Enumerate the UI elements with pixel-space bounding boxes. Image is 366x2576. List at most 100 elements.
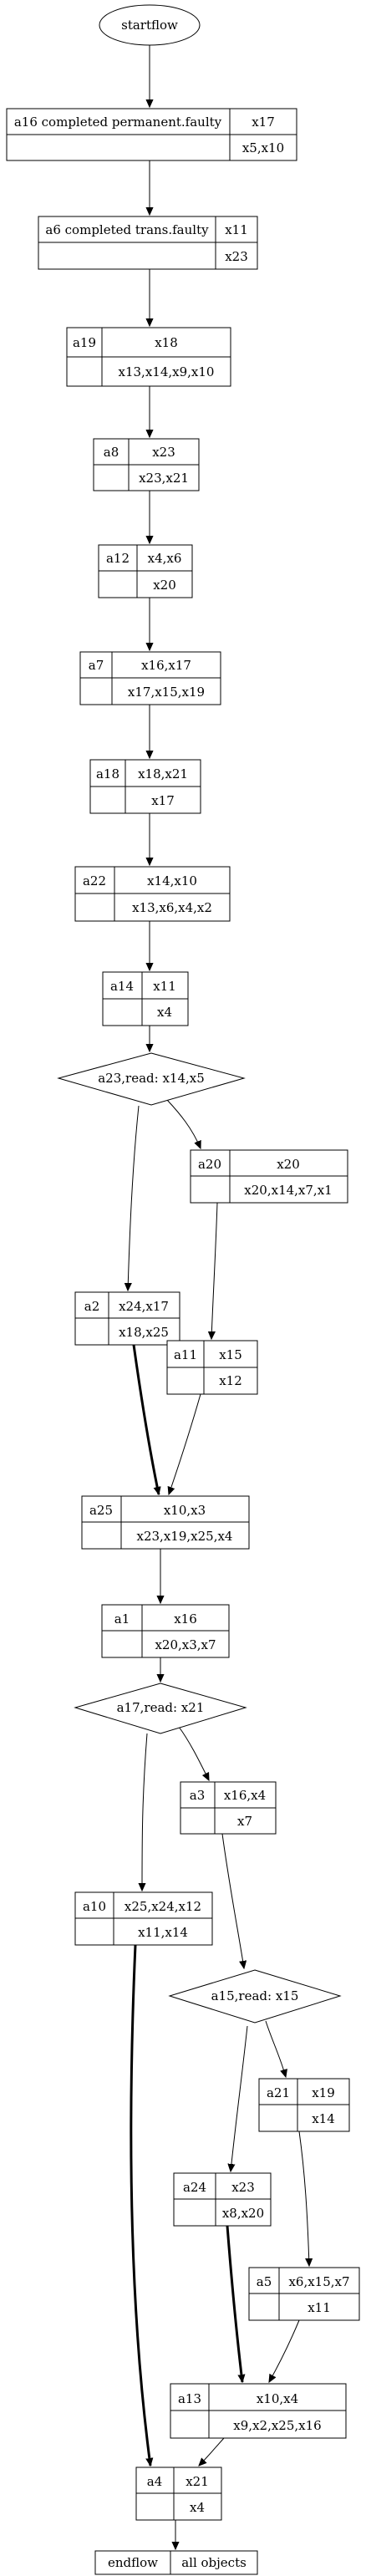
edge-a15-a21 bbox=[265, 2020, 286, 2077]
node-a25-top: x10,x3 bbox=[164, 1503, 206, 1518]
node-a20-top: x20 bbox=[277, 1157, 300, 1172]
node-a4-id: a4 bbox=[147, 2474, 163, 2489]
node-a22-top: x14,x10 bbox=[147, 873, 197, 888]
node-a11: a11 x15 x12 bbox=[166, 1340, 258, 1395]
node-a6-bottom: x23 bbox=[225, 249, 248, 264]
node-a18-top: x18,x21 bbox=[138, 766, 188, 781]
node-a19-top: x18 bbox=[155, 335, 178, 350]
node-a24: a24 x23 x8,x20 bbox=[173, 2172, 272, 2227]
edge-a23-a2 bbox=[128, 1105, 140, 1291]
node-a12: a12 x4,x6 x20 bbox=[98, 544, 193, 598]
node-a5: a5 x6,x15,x7 x11 bbox=[248, 2267, 360, 2321]
node-a5-bottom: x11 bbox=[308, 2300, 331, 2315]
node-a7-id: a7 bbox=[89, 658, 104, 673]
end-node: endflow all objects bbox=[94, 2550, 258, 2575]
edges bbox=[128, 45, 309, 2549]
node-a16-top: x17 bbox=[252, 115, 275, 130]
node-a6-id: a6 completed trans.faulty bbox=[45, 222, 209, 237]
start-node: startflow bbox=[99, 4, 201, 46]
edge-a23-a20 bbox=[166, 1099, 201, 1148]
node-a14-bottom: x4 bbox=[157, 1005, 172, 1020]
edge-a20-a11 bbox=[211, 1202, 218, 1339]
node-a16-id: a16 completed permanent.faulty bbox=[14, 115, 222, 130]
node-a18-bottom: x17 bbox=[151, 793, 175, 808]
node-a21: a21 x19 x14 bbox=[258, 2078, 350, 2132]
node-a13-id: a13 bbox=[178, 2391, 201, 2406]
edge-a11-a25 bbox=[169, 1393, 201, 1494]
node-a13-top: x10,x4 bbox=[257, 2391, 298, 2406]
node-a2-top: x24,x17 bbox=[119, 1299, 169, 1314]
node-a22-id: a22 bbox=[83, 873, 106, 888]
node-a3-bottom: x7 bbox=[237, 1814, 252, 1829]
node-a21-bottom: x14 bbox=[312, 2111, 335, 2126]
node-a2-bottom: x18,x25 bbox=[119, 1325, 169, 1340]
edge-a21-a5 bbox=[298, 2131, 309, 2266]
node-a22: a22 x14,x10 x13,x6,x4,x2 bbox=[74, 866, 231, 922]
node-a1-id: a1 bbox=[114, 1611, 130, 1627]
node-a13-bottom: x9,x2,x25,x16 bbox=[233, 2418, 321, 2433]
node-a8-top: x23 bbox=[152, 445, 175, 460]
node-a7-bottom: x17,x15,x19 bbox=[128, 685, 205, 700]
node-a4-top: x21 bbox=[186, 2474, 209, 2489]
node-a22-bottom: x13,x6,x4,x2 bbox=[132, 900, 212, 915]
node-a4-bottom: x4 bbox=[190, 2500, 205, 2515]
node-a4: a4 x21 x4 bbox=[135, 2467, 222, 2521]
node-a20: a20 x20 x20,x14,x7,x1 bbox=[190, 1149, 348, 1204]
node-a14-top: x11 bbox=[153, 979, 176, 994]
node-a3-id: a3 bbox=[190, 1788, 206, 1803]
node-a25-bottom: x23,x19,x25,x4 bbox=[137, 1529, 233, 1544]
node-a10-bottom: x11,x14 bbox=[138, 1925, 188, 1940]
node-a1-top: x16 bbox=[174, 1611, 197, 1627]
edge-a17-a3 bbox=[178, 1726, 209, 1780]
node-a5-id: a5 bbox=[257, 2274, 272, 2289]
node-a2: a2 x24,x17 x18,x25 bbox=[74, 1291, 180, 1346]
node-a8: a8 x23 x23,x21 bbox=[93, 438, 200, 491]
node-a7: a7 x16,x17 x17,x15,x19 bbox=[79, 651, 221, 705]
start-label: startflow bbox=[121, 18, 178, 33]
node-a25: a25 x10,x3 x23,x19,x25,x4 bbox=[81, 1495, 250, 1550]
edge-a3-a15 bbox=[221, 1833, 244, 1968]
node-a6-top: x11 bbox=[225, 222, 248, 237]
decision-a17-label: a17,read: x21 bbox=[117, 1700, 205, 1715]
node-a24-bottom: x8,x20 bbox=[222, 2206, 264, 2221]
node-a3-top: x16,x4 bbox=[224, 1788, 266, 1803]
node-a5-top: x6,x15,x7 bbox=[288, 2274, 349, 2289]
node-a11-id: a11 bbox=[174, 1347, 197, 1362]
node-a24-id: a24 bbox=[183, 2180, 206, 2195]
decision-a15: a15,read: x15 bbox=[168, 1969, 342, 2024]
node-a21-top: x19 bbox=[312, 2085, 335, 2100]
node-a8-id: a8 bbox=[104, 445, 119, 460]
decision-a23: a23,read: x14,x5 bbox=[57, 1052, 246, 1106]
node-a19: a19 x18 x13,x14,x9,x10 bbox=[66, 327, 231, 387]
node-a10-id: a10 bbox=[83, 1899, 106, 1914]
node-a19-bottom: x13,x14,x9,x10 bbox=[119, 364, 215, 379]
node-a20-id: a20 bbox=[198, 1157, 221, 1172]
node-a24-top: x23 bbox=[231, 2180, 255, 2195]
node-a21-id: a21 bbox=[267, 2085, 290, 2100]
node-a16: a16 completed permanent.faulty x17 x5,x1… bbox=[6, 108, 297, 161]
edge-a13-a4 bbox=[199, 2437, 225, 2466]
node-a1: a1 x16 x20,x3,x7 bbox=[101, 1604, 230, 1658]
node-a12-top: x4,x6 bbox=[148, 551, 182, 566]
end-right-label: all objects bbox=[181, 2555, 247, 2570]
node-a3: a3 x16,x4 x7 bbox=[180, 1781, 277, 1835]
node-a11-bottom: x12 bbox=[219, 1373, 242, 1388]
node-a10-top: x25,x24,x12 bbox=[125, 1899, 201, 1914]
node-a11-top: x15 bbox=[219, 1347, 242, 1362]
node-a18: a18 x18,x21 x17 bbox=[89, 759, 201, 814]
edge-a24-a13 bbox=[226, 2225, 242, 2382]
node-a19-id: a19 bbox=[73, 335, 96, 350]
node-a13: a13 x10,x4 x9,x2,x25,x16 bbox=[170, 2383, 347, 2439]
node-a14-id: a14 bbox=[110, 979, 134, 994]
node-a10: a10 x25,x24,x12 x11,x14 bbox=[74, 1891, 213, 1946]
node-a2-id: a2 bbox=[84, 1299, 100, 1314]
node-a6: a6 completed trans.faulty x11 x23 bbox=[38, 216, 258, 270]
decision-a23-label: a23,read: x14,x5 bbox=[98, 1071, 205, 1086]
edge-a2-a25 bbox=[132, 1344, 159, 1494]
node-a12-bottom: x20 bbox=[153, 578, 176, 593]
node-a14: a14 x11 x4 bbox=[102, 971, 189, 1026]
node-a16-bottom: x5,x10 bbox=[242, 140, 284, 155]
decision-a15-label: a15,read: x15 bbox=[211, 1988, 299, 2003]
node-a25-id: a25 bbox=[89, 1503, 113, 1518]
